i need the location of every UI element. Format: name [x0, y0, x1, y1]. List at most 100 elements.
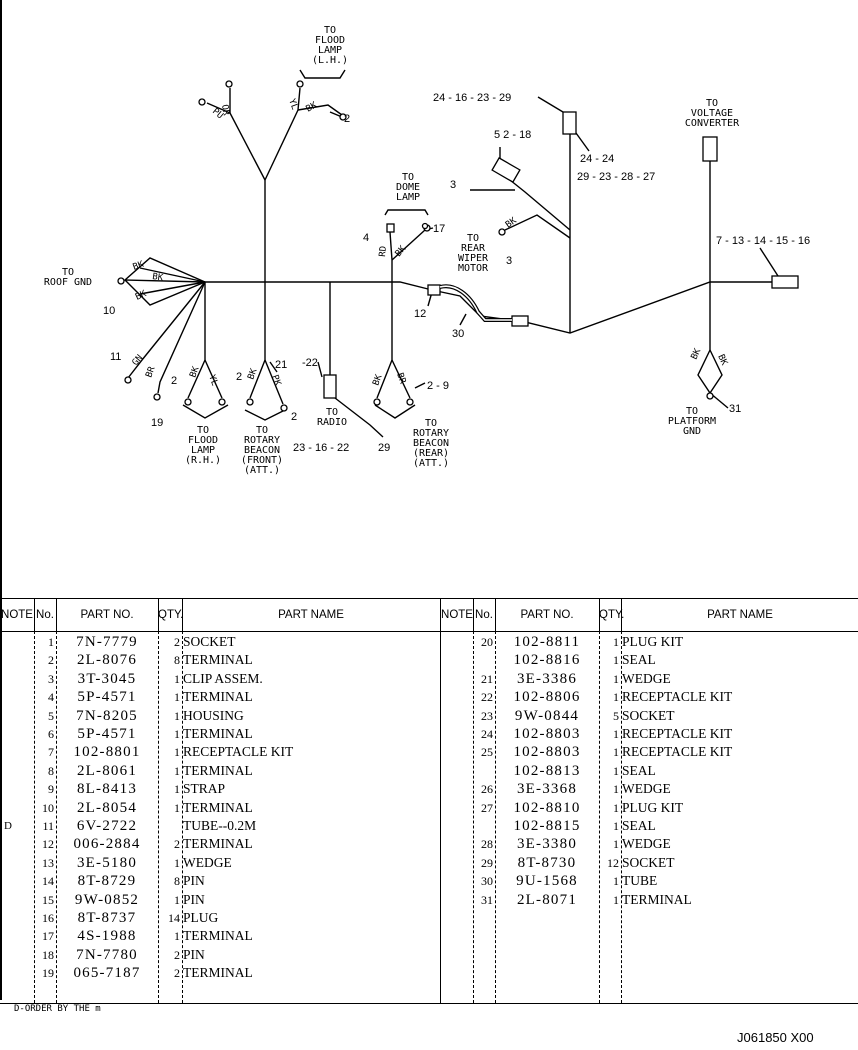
dome-stem	[389, 231, 393, 282]
col-divider	[473, 631, 474, 1003]
wire-code: RD	[378, 246, 389, 258]
wire-code: YL	[286, 98, 299, 112]
part-name: SEAL	[622, 652, 656, 668]
part-number: 4S-1988	[77, 928, 137, 945]
part-ref-number: 2	[48, 653, 54, 668]
ring-19	[153, 393, 161, 401]
part-quantity: 1	[174, 800, 180, 815]
leader-22	[317, 361, 323, 378]
ring-31	[706, 392, 714, 400]
part-quantity: 1	[174, 727, 180, 741]
ring-3	[498, 228, 506, 236]
part-ref-number: 7	[48, 745, 54, 760]
part-ref-number: 24	[481, 727, 493, 741]
part-quantity: 1	[174, 708, 180, 723]
main-trunk-wire	[205, 281, 772, 334]
callout-3-wiper: 3	[506, 255, 512, 267]
br-branch	[157, 281, 206, 394]
part-name: TERMINAL	[183, 726, 253, 741]
part-number: 2L-8061	[76, 762, 138, 779]
bracket-rear	[374, 404, 416, 419]
part-ref-number: 15	[42, 892, 54, 907]
part-ref-number: 28	[481, 837, 493, 852]
part-quantity: 1	[613, 745, 619, 760]
ring-top-b	[225, 80, 233, 88]
part-name: TERMINAL	[183, 965, 253, 981]
callout-2-front: 2	[291, 411, 297, 423]
callout-10: 10	[103, 305, 115, 317]
part-name: PIN	[183, 946, 205, 962]
callout-29: 29	[378, 442, 390, 454]
callout-5-2-18: 5 2 - 18	[494, 129, 531, 141]
ring-dome-b	[421, 222, 429, 230]
col-divider	[621, 631, 622, 1003]
part-ref-number: 19	[42, 966, 54, 981]
part-number: 3T-3045	[77, 670, 137, 687]
wire-code: BK	[132, 260, 146, 273]
part-number: 9U-1568	[516, 873, 578, 890]
wire-code: OR	[219, 104, 231, 117]
header-qty: QTY.	[599, 609, 625, 621]
part-quantity: 2	[174, 966, 180, 981]
part-name: SOCKET	[622, 707, 675, 723]
callout-24-16-23-29: 24 - 16 - 23 - 29	[433, 92, 511, 104]
part-ref-number: 5	[48, 708, 54, 723]
connector-7	[771, 275, 799, 289]
part-name: SEAL	[622, 818, 656, 833]
wire-color-codes: BK BK BK OR PU YL BK GN BR BK YL BK PK R…	[131, 98, 730, 388]
part-name: SOCKET	[183, 634, 236, 649]
part-quantity: 1	[613, 671, 619, 686]
wiper-lead	[504, 214, 571, 239]
radio-lead	[334, 397, 384, 438]
part-ref-number: 23	[481, 708, 493, 723]
callout-4: 4	[363, 232, 369, 244]
bracket-flood-rh	[182, 404, 229, 419]
part-number: 102-8806	[513, 689, 581, 706]
header-part-no: PART NO.	[520, 609, 574, 621]
part-name: RECEPTACLE KIT	[183, 744, 294, 760]
part-ref-number: 3	[48, 671, 54, 686]
wire-code: BK	[504, 216, 519, 231]
header-no: No.	[36, 609, 54, 621]
part-ref-number: 22	[481, 690, 493, 705]
part-number: 8L-8413	[76, 781, 138, 798]
connector-voltage	[702, 136, 718, 162]
part-quantity: 1	[174, 855, 180, 870]
rotary-front-right	[264, 359, 284, 405]
part-name: WEDGE	[183, 854, 232, 870]
part-number: 6V-2722	[76, 818, 138, 834]
part-number: 102-8801	[73, 744, 141, 761]
ring-10	[117, 277, 125, 285]
part-ref-number: 18	[42, 947, 54, 962]
part-name: WEDGE	[622, 836, 671, 852]
connectors	[117, 80, 799, 412]
table-header: NOTE No. PART NO. QTY. PART NAME	[0, 599, 440, 632]
roof-gnd-fan-mid	[124, 279, 206, 283]
connector-radio	[323, 374, 337, 399]
part-ref-number: 9	[48, 782, 54, 797]
part-quantity: 1	[613, 837, 619, 852]
tube-30-inner	[439, 285, 512, 321]
part-name: TUBE--0.2M	[183, 818, 257, 833]
wire-code: GN	[131, 353, 146, 368]
part-number: 102-8813	[513, 762, 581, 779]
part-quantity: 1	[174, 690, 180, 705]
part-ref-number: 21	[481, 671, 493, 686]
wire-code: YL	[206, 374, 219, 388]
footnote: D-ORDER BY THE m	[14, 1004, 101, 1014]
part-quantity: 1	[174, 671, 180, 686]
part-quantity: 12	[607, 855, 619, 870]
leader-2-9	[414, 382, 426, 389]
